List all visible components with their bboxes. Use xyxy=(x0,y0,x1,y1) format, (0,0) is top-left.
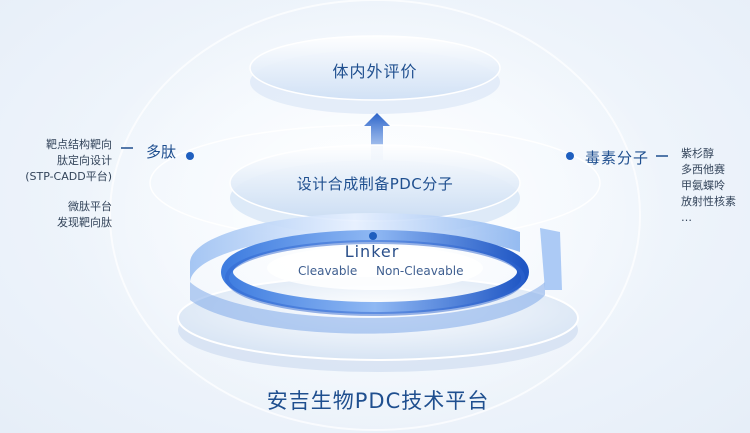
peptide-notes-group2: 微肽平台 发现靶向肽 xyxy=(57,199,112,231)
linker-center xyxy=(267,246,483,290)
up-arrow-icon xyxy=(364,113,390,160)
outer-ring-edge xyxy=(540,228,562,290)
linker-title: Linker xyxy=(344,242,400,261)
left-dot xyxy=(186,152,194,160)
right-dot xyxy=(566,152,574,160)
toxin-note: … xyxy=(681,211,692,224)
toxin-note: 甲氨蝶呤 xyxy=(681,179,725,192)
peptide-heading: 多肽 xyxy=(146,143,177,161)
peptide-note: 靶点结构靶向 xyxy=(46,138,112,151)
top-disc xyxy=(249,35,501,101)
peptide-note: 发现靶向肽 xyxy=(57,216,112,229)
toxin-heading: 毒素分子 xyxy=(585,149,650,167)
platform-title: 安吉生物PDC技术平台 xyxy=(266,389,490,413)
toxin-notes: 紫杉醇 多西他赛 甲氨蝶呤 放射性核素 … xyxy=(681,146,736,226)
peptide-note: 肽定向设计 xyxy=(57,154,112,167)
peptide-note: 微肽平台 xyxy=(68,200,112,213)
linker-ring-shadow xyxy=(225,240,525,316)
linker-dot xyxy=(369,232,377,240)
background-halo xyxy=(109,0,641,431)
outer-ring-side xyxy=(190,262,545,334)
peptide-note: (STP-CADD平台) xyxy=(25,170,112,183)
non-cleavable-label: Non-Cleavable xyxy=(376,264,464,278)
toxin-note: 放射性核素 xyxy=(681,195,736,208)
middle-disc-label: 设计合成制备PDC分子 xyxy=(296,175,454,193)
toxin-note: 多西他赛 xyxy=(681,163,725,176)
cleavable-label: Cleavable xyxy=(298,264,358,278)
top-disc-label: 体内外评价 xyxy=(332,62,418,81)
toxin-note: 紫杉醇 xyxy=(681,147,714,160)
outer-ring-segment xyxy=(190,213,520,282)
peptide-notes-group1: 靶点结构靶向 肽定向设计 (STP-CADD平台) xyxy=(25,137,112,185)
